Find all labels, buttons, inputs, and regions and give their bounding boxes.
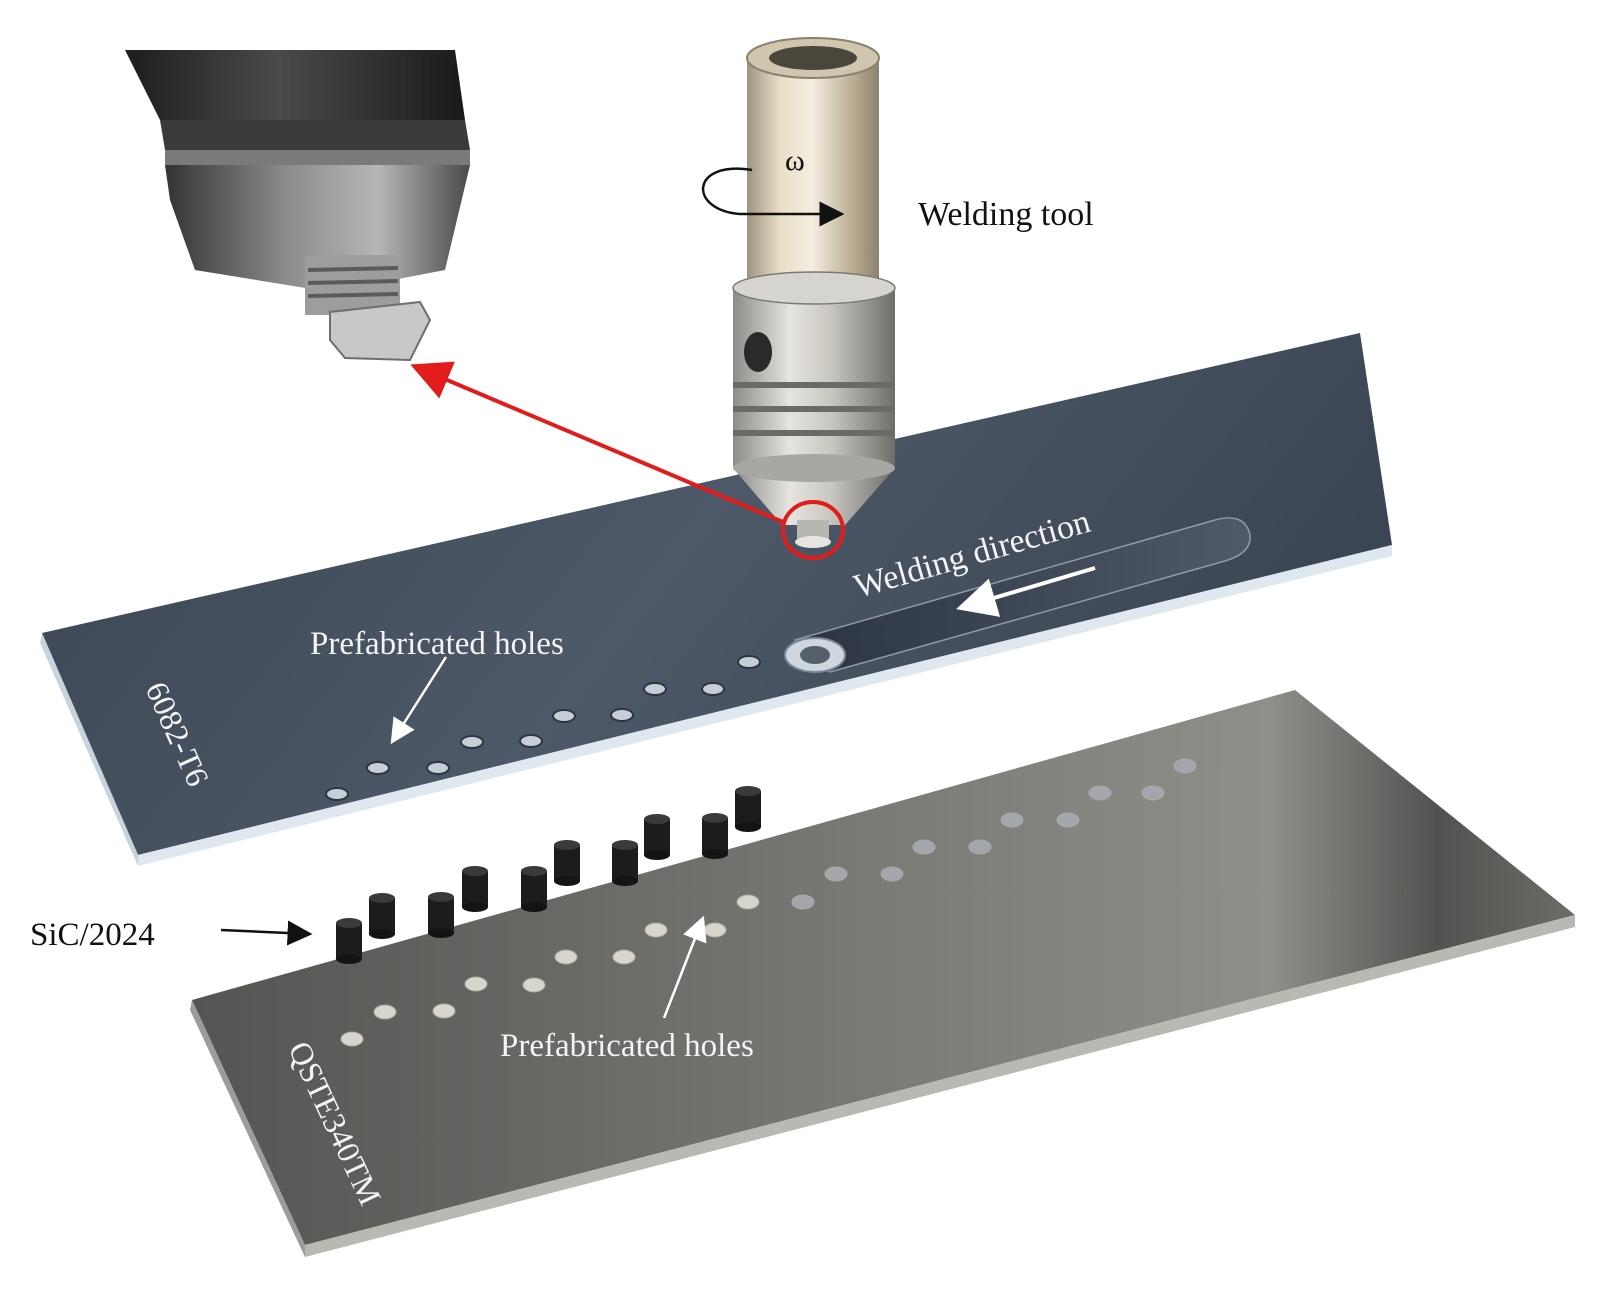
cylinder [735, 786, 761, 832]
rotation-arrow [701, 167, 845, 227]
omega-label: ω [785, 144, 805, 177]
cylinder [644, 814, 670, 860]
callout-arrow [410, 361, 784, 524]
welding-direction-arrow [956, 566, 1096, 617]
sic-2024-cylinders [336, 786, 761, 964]
bottom-holes-pointer [662, 915, 707, 1019]
top-holes-label: Prefabricated holes [310, 626, 564, 662]
set-screw [744, 332, 772, 372]
welding-tool-label: Welding tool [918, 196, 1094, 233]
cylinder [612, 840, 638, 886]
cylinder [554, 840, 580, 886]
cylinder [521, 866, 547, 912]
sic-pointer [220, 920, 313, 946]
top-plate [40, 333, 1392, 866]
top-holes-pointer [390, 656, 448, 745]
cylinder [336, 918, 362, 964]
bottom-plate-edge [305, 915, 1575, 1257]
tool-pin [797, 520, 829, 542]
cylinder [462, 866, 488, 912]
top-plate-edge [138, 545, 1392, 866]
cylinder [702, 813, 728, 859]
welding-tool [701, 37, 896, 548]
tool-collar [733, 288, 895, 468]
bottom-plate-surface [192, 690, 1575, 1245]
bottom-plate [190, 690, 1575, 1257]
callout-circle [781, 500, 845, 560]
tool-tip-zoom [125, 50, 470, 362]
bottom-holes-label: Prefabricated holes [500, 1028, 754, 1064]
tool-shoulder [733, 468, 895, 525]
zoom-pin-tip [329, 300, 432, 362]
bottom-plate-hole-row [340, 758, 1197, 1047]
reinforcement-label: SiC/2024 [30, 917, 155, 953]
cylinder [369, 893, 395, 939]
cylinder [428, 892, 454, 938]
tool-shank [747, 58, 879, 290]
top-plate-surface [42, 333, 1392, 855]
weld-groove [793, 517, 1251, 673]
zoom-callout [410, 361, 845, 560]
top-plate-hole-row [325, 655, 761, 801]
